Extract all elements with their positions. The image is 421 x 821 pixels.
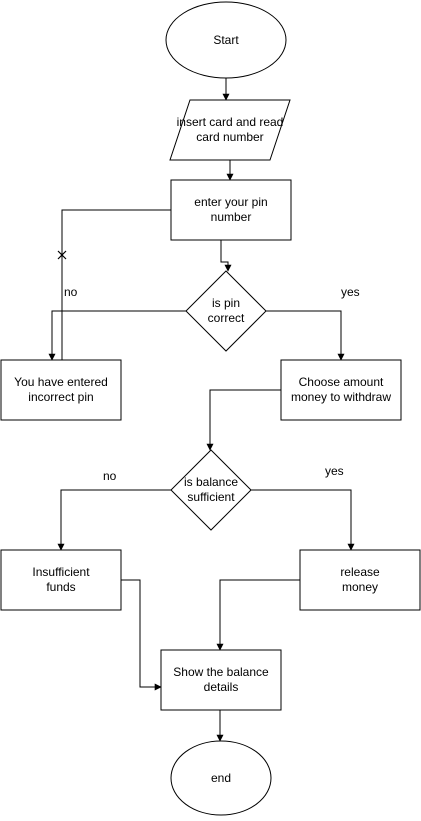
incorrect-pin-label: You have entered incorrect pin <box>14 375 108 404</box>
balance-sufficient-decision <box>170 449 252 531</box>
edge-label-pin-yes: yes <box>341 285 360 299</box>
enter-pin-process <box>170 179 292 241</box>
edge-balance-no <box>57 489 171 551</box>
pin-correct-label: is pin correct <box>207 296 245 325</box>
release-money-process <box>299 549 421 611</box>
choose-amount-label: Choose amount money to withdraw <box>290 375 392 404</box>
edge-pin-no <box>48 310 186 361</box>
insert-card-io <box>169 99 291 161</box>
edge-pin-yes <box>266 310 345 361</box>
edge-incorrect-loop <box>61 209 171 360</box>
pin-correct-decision <box>185 270 267 352</box>
start-label: Start <box>213 32 239 47</box>
edge-enter-to-decision <box>220 240 232 272</box>
release-money-label: release money <box>340 565 380 594</box>
edge-crossing-mark <box>57 250 67 260</box>
edge-insufficient-to-show <box>121 579 162 691</box>
edge-label-balance-no: no <box>103 469 117 483</box>
insert-card-label: insert card and read card number <box>176 115 284 144</box>
edge-choose-to-balance <box>206 389 281 451</box>
incorrect-pin-process <box>0 359 122 421</box>
end-label: end <box>210 770 232 785</box>
edge-release-to-show <box>216 579 300 651</box>
show-balance-label: Show the balance details <box>173 665 269 694</box>
insufficient-funds-process <box>0 549 122 611</box>
balance-sufficient-label: is balance sufficient <box>183 475 239 504</box>
edge-label-pin-no: no <box>64 285 78 299</box>
edge-label-balance-yes: yes <box>325 464 344 478</box>
enter-pin-label: enter your pin number <box>194 195 268 224</box>
insufficient-funds-label: Insufficient funds <box>32 565 90 594</box>
edge-balance-yes <box>251 489 355 551</box>
